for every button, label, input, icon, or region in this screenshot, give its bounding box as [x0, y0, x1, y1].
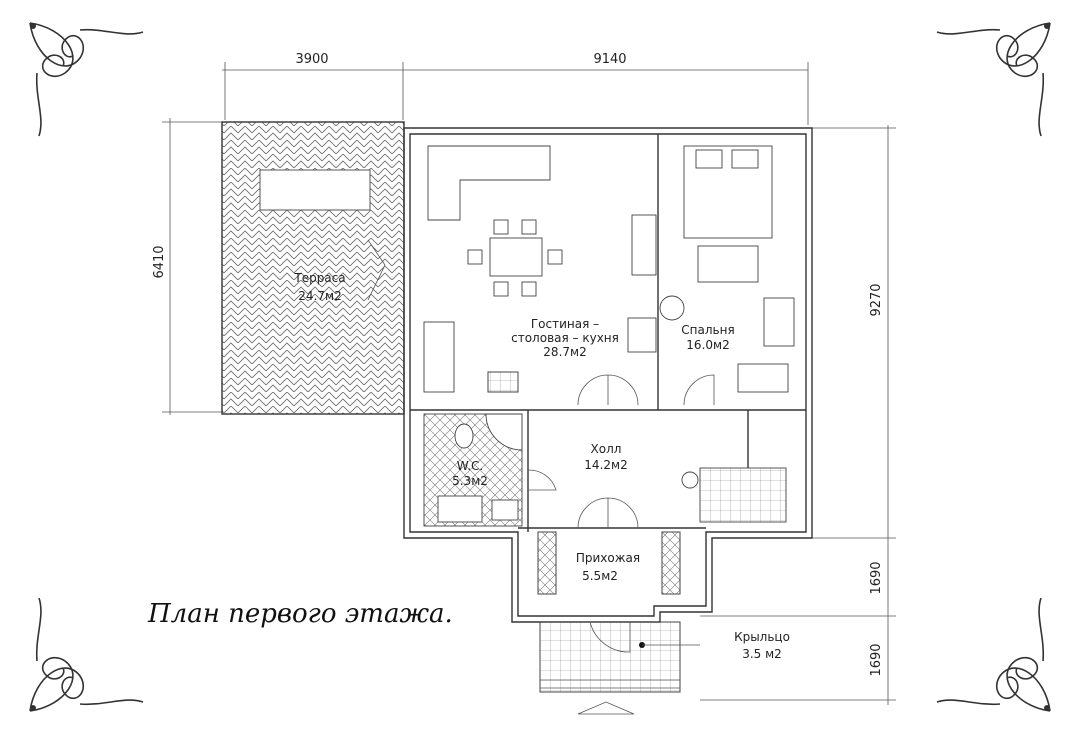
dimension-right-lower-1: 1690 — [869, 561, 884, 594]
ornament-bottom-right — [936, 597, 1051, 712]
bedroom-name: Спальня — [681, 323, 734, 337]
house-walls — [403, 127, 813, 623]
dimension-left: 6410 — [152, 245, 167, 278]
wc-name: W.C. — [457, 459, 484, 473]
ornament-bottom-left — [29, 597, 144, 712]
hall-area: 14.2м2 — [584, 458, 627, 472]
porch-name: Крыльцо — [734, 630, 790, 644]
dimension-top-right: 9140 — [593, 52, 626, 67]
entry-area: 5.5м2 — [582, 569, 618, 583]
living-furniture — [423, 145, 657, 406]
terrace — [221, 121, 405, 415]
dimension-right-lower-2: 1690 — [869, 643, 884, 676]
wc-room — [423, 413, 557, 527]
dimension-lines — [162, 62, 896, 705]
entry-name: Прихожая — [576, 551, 640, 565]
porch — [539, 621, 700, 715]
wc-area: 5.3м2 — [452, 474, 488, 488]
ornament-top-right — [936, 22, 1051, 137]
hall-name: Холл — [591, 442, 622, 456]
living-name-line-1: Гостиная – — [531, 317, 599, 331]
porch-area: 3.5 м2 — [742, 647, 782, 661]
living-name-line-2: столовая – кухня — [511, 331, 619, 345]
terrace-name: Терраса — [293, 271, 345, 285]
living-area: 28.7м2 — [543, 345, 586, 359]
bedroom-furniture — [659, 145, 795, 406]
plan-title: План первого этажа. — [147, 599, 453, 629]
bedroom-area: 16.0м2 — [686, 338, 729, 352]
entry-room — [537, 531, 681, 595]
dimension-right: 9270 — [869, 283, 884, 316]
dimension-top-left: 3900 — [295, 52, 328, 67]
hall-stairs — [577, 467, 787, 529]
terrace-area: 24.7м2 — [298, 289, 341, 303]
ornament-top-left — [29, 22, 144, 137]
